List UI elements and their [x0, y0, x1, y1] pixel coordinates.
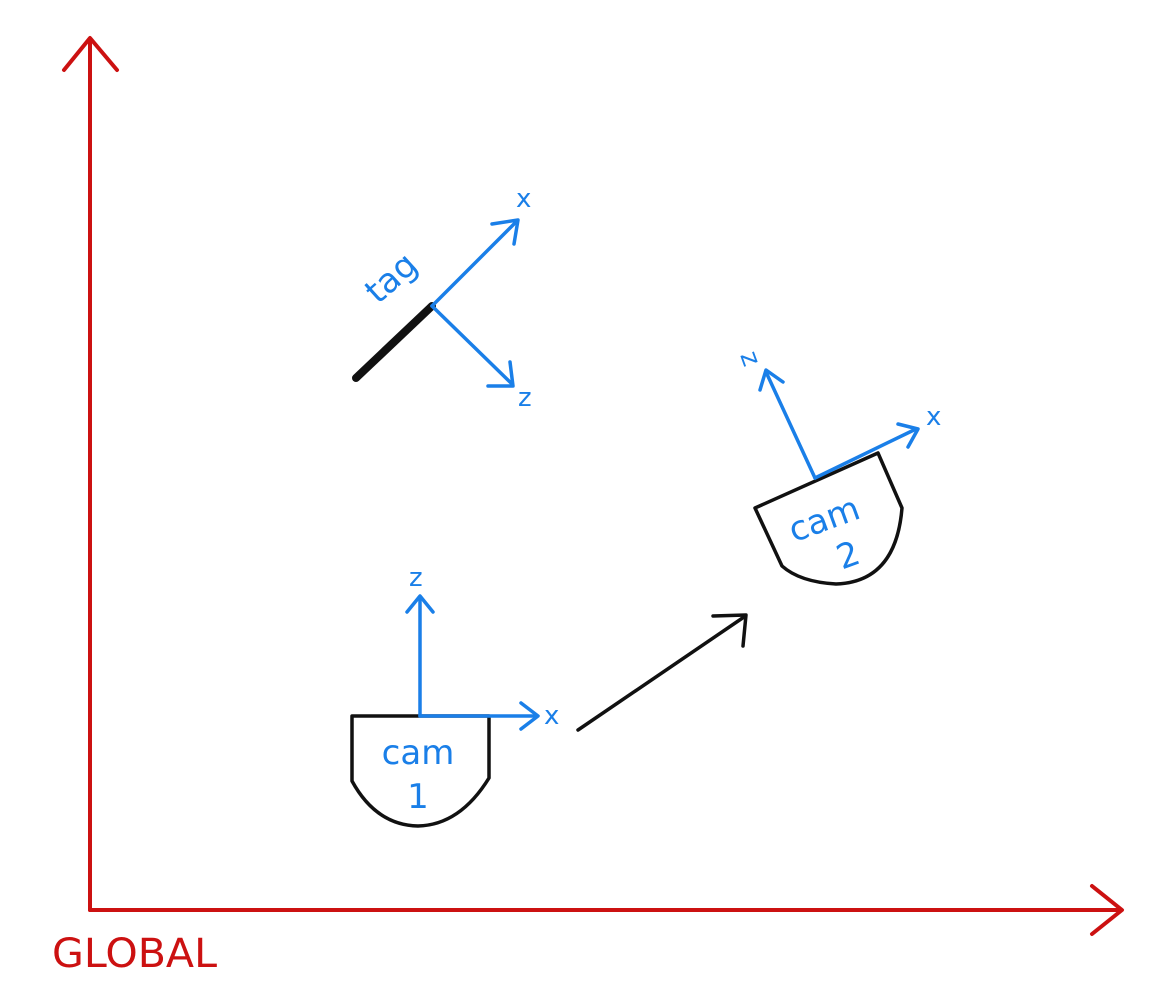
tag-x-label: x	[516, 184, 531, 214]
cam1-body	[350, 714, 491, 828]
global-y-arrowhead	[62, 36, 119, 72]
cam1-label-line1: cam	[382, 733, 455, 773]
tag-object: x z tag	[352, 184, 532, 413]
tag-label: tag	[357, 245, 425, 312]
tag-x-axis	[430, 220, 518, 308]
tag-z-axis	[430, 304, 514, 386]
cam2-z-label: z	[733, 347, 766, 370]
cam2-body	[753, 451, 904, 586]
tag-z-label: z	[518, 383, 532, 413]
cam1-z-label: z	[409, 563, 423, 593]
cam2-object: cam 2 z x	[733, 347, 941, 586]
cam2-z-arrowhead	[758, 368, 785, 392]
cam2-x-arrowhead	[896, 422, 920, 449]
transform-arrowhead	[711, 613, 748, 648]
cam2-x-label: x	[926, 402, 941, 432]
cam1-z-arrowhead	[405, 594, 435, 614]
tag-body	[352, 302, 436, 382]
cam2-z-axis	[764, 370, 817, 480]
cam2-label-line2: 2	[831, 533, 865, 578]
cam1-x-label: x	[544, 701, 559, 731]
cam2-x-axis	[813, 427, 918, 480]
tag-x-arrowhead	[490, 218, 520, 246]
global-x-arrowhead	[1090, 884, 1124, 936]
transform-arrow-line	[576, 615, 746, 732]
cam1-label-line2: 1	[407, 777, 429, 817]
cam1-x-arrowhead	[519, 701, 540, 731]
global-frame: GLOBAL	[52, 36, 1124, 977]
transform-arrow	[576, 613, 748, 732]
tag-z-arrowhead	[486, 360, 515, 388]
cam1-object: cam 1 z x	[350, 563, 559, 828]
global-label: GLOBAL	[52, 931, 218, 977]
